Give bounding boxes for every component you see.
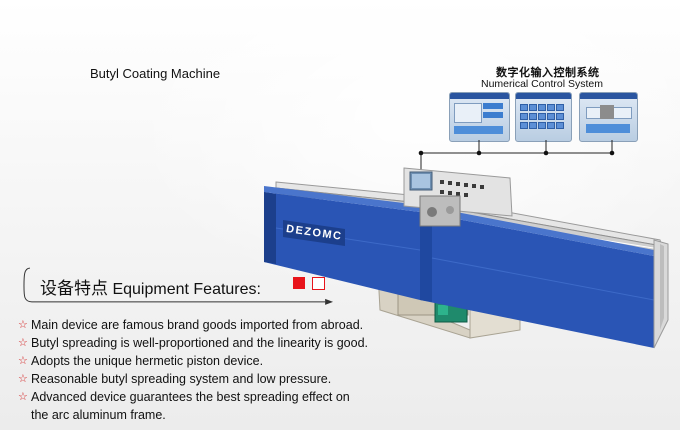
- star-icon: ☆: [18, 319, 28, 331]
- red-square-icon: [293, 277, 305, 289]
- feature-item: ☆Main device are famous brand goods impo…: [18, 318, 364, 332]
- connector-lines: [420, 140, 613, 178]
- feature-item: ☆Reasonable butyl spreading system and l…: [18, 372, 332, 386]
- features-bracket: [23, 267, 334, 305]
- connector-dots: [418, 150, 615, 156]
- numerical-control-title-cn: 数字化输入控制系统: [496, 67, 600, 79]
- star-icon: ☆: [18, 391, 28, 403]
- control-screen-3: [579, 92, 638, 142]
- features-list: ☆Main device are famous brand goods impo…: [18, 316, 398, 424]
- star-icon: ☆: [18, 337, 28, 349]
- feature-item: ☆Advanced device guarantees the best spr…: [18, 390, 350, 404]
- features-heading: 设备特点 Equipment Features:: [40, 274, 261, 299]
- star-icon: ☆: [18, 355, 28, 367]
- page-title: Butyl Coating Machine: [90, 66, 221, 81]
- feature-item-continuation: the arc aluminum frame.: [31, 408, 166, 422]
- feature-item: ☆Butyl spreading is well-proportioned an…: [18, 336, 368, 350]
- control-screen-2: [515, 92, 572, 142]
- control-screen-1: [449, 92, 510, 142]
- feature-item: ☆Adopts the unique hermetic piston devic…: [18, 354, 264, 368]
- features-heading-cn: 设备特点: [40, 279, 108, 298]
- outline-square-icon: [312, 277, 325, 290]
- numerical-control-title-en: Numerical Control System: [481, 78, 603, 90]
- star-icon: ☆: [18, 373, 28, 385]
- features-heading-en: Equipment Features:: [112, 281, 261, 298]
